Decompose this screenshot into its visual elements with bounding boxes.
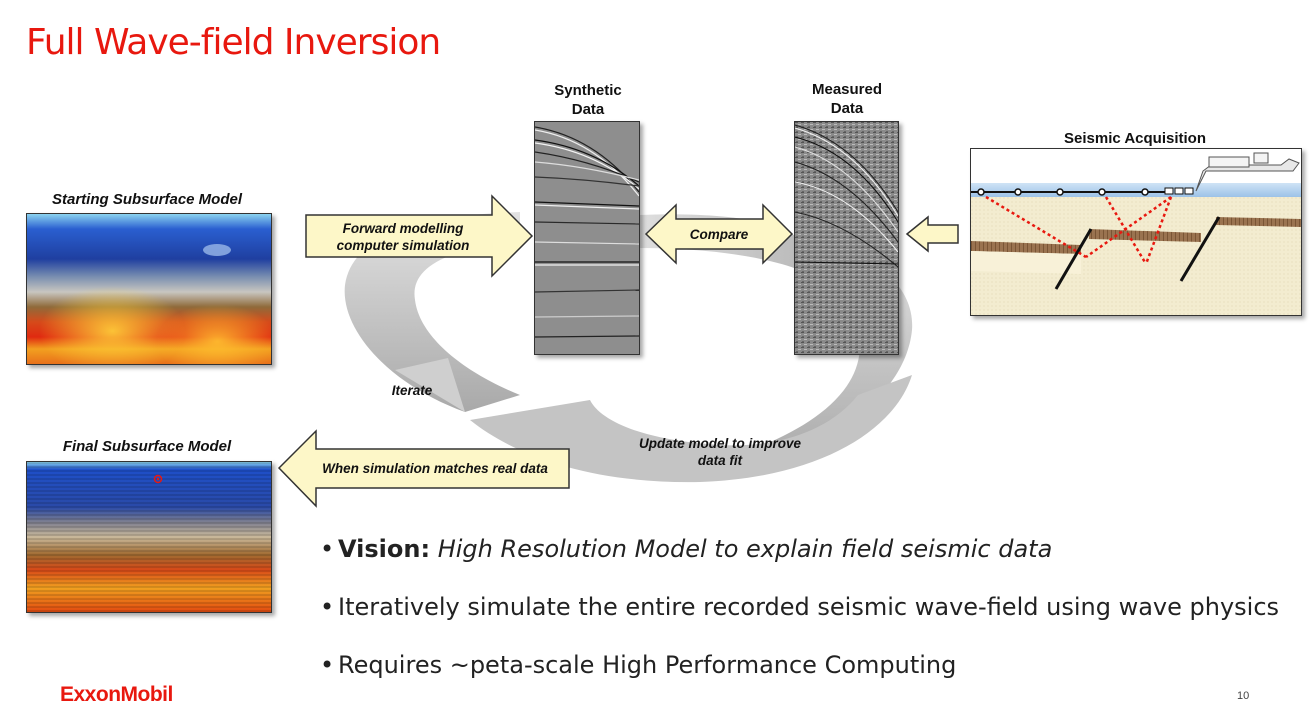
forward-arrow [305,194,534,278]
bullet-iterative: •Iteratively simulate the entire recorde… [320,593,1280,621]
seismic-acquisition-graphic [971,152,1301,315]
receivers [977,188,1149,196]
starting-model-label: Starting Subsurface Model [51,191,243,208]
iterate-ring [344,212,520,412]
iterate-ring-bottom [470,375,912,483]
final-model-label: Final Subsurface Model [62,438,232,455]
exxonmobil-logo: ExxonMobil [60,683,173,706]
match-arrow [277,429,570,508]
bullet-vision: •Vision: High Resolution Model to explai… [320,535,1053,563]
seismic-acquisition-label: Seismic Acquisition [1064,130,1206,147]
measured-seismogram [794,122,899,354]
ray-paths [985,195,1173,265]
final-model-image [26,461,272,613]
acquisition-arrow [905,215,959,253]
iterate-text: Iterate [391,383,433,398]
match-text: When simulation matches real data [322,461,548,476]
bullet-list: •Vision: High Resolution Model to explai… [320,535,1279,709]
measured-data-image [794,121,899,355]
page-number: 10 [1237,690,1250,702]
seismic-acquisition-image [970,148,1302,316]
bullet-hpc: •Requires ~peta-scale High Performance C… [320,651,957,679]
starting-model-image [26,213,272,365]
page-title: Full Wave-field Inversion [26,22,441,63]
compare-text: Compare [689,227,749,242]
final-model-graphic [27,462,271,612]
synthetic-data-image [534,121,640,355]
synthetic-seismogram [534,126,640,338]
iterate-arrowhead [395,358,465,412]
starting-model-graphic [27,214,271,364]
compare-arrow [644,203,794,265]
